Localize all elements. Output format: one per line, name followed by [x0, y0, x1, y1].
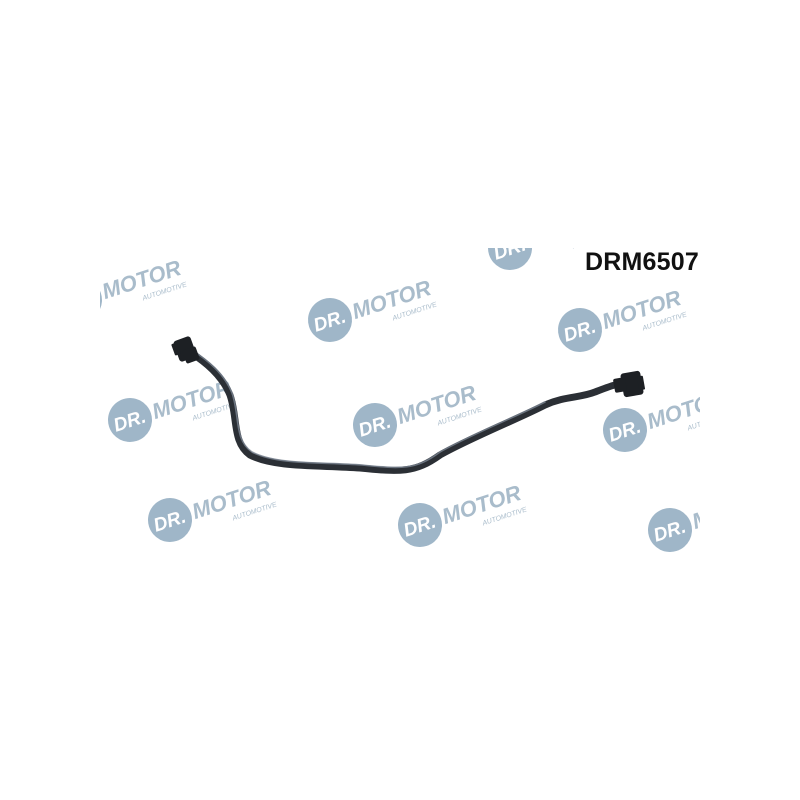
watermark-sub-text: AUTOMOTIVE: [731, 511, 778, 532]
hose-connector-left: [171, 336, 200, 364]
hose-highlight: [191, 349, 546, 469]
watermark-brand-text: MOTOR: [529, 203, 614, 252]
watermark-layer: DR.MOTORAUTOMOTIVEDR.MOTORAUTOMOTIVEDR.M…: [61, 203, 778, 552]
hose-tube: [186, 348, 632, 474]
watermark-badge-text: DR.: [61, 287, 99, 317]
part-number-label: DRM6507: [585, 248, 699, 276]
watermark-brand-text: MOTOR: [689, 485, 774, 534]
hose-connector-right: [613, 370, 646, 398]
fuel-hose-pipe: [171, 336, 646, 474]
